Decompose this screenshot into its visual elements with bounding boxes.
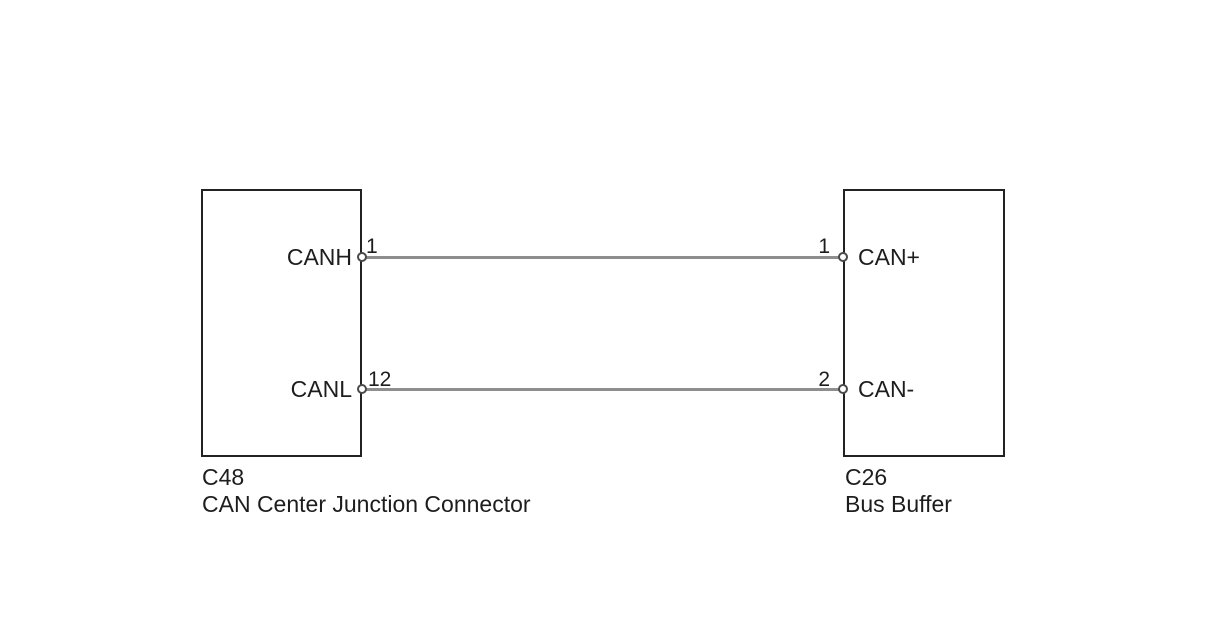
c48-pin12-number: 12 — [368, 368, 392, 391]
c26-pin1-number: 1 — [818, 235, 830, 258]
wire-canh-to-can-plus — [362, 256, 844, 259]
c48-pin12-terminal-icon — [357, 384, 367, 394]
c48-pin1-number: 1 — [366, 235, 378, 258]
c26-pin1-terminal-icon — [838, 252, 848, 262]
c48-connector-code: C48 — [202, 464, 245, 490]
c48-pin1-signal-label: CANH — [286, 244, 352, 270]
c26-connector-name: Bus Buffer — [845, 491, 952, 517]
c26-caption: C26 Bus Buffer — [845, 464, 952, 518]
c26-pin2-signal-label: CAN- — [858, 376, 915, 402]
wire-canl-to-can-minus — [362, 388, 844, 391]
c26-pin2-terminal-icon — [838, 384, 848, 394]
c26-connector-code: C26 — [845, 464, 888, 490]
c48-connector-name: CAN Center Junction Connector — [202, 491, 531, 517]
c26-pin2-number: 2 — [818, 368, 830, 391]
connector-box-c48 — [201, 189, 362, 457]
c48-pin1-terminal-icon — [357, 252, 367, 262]
c26-pin1-signal-label: CAN+ — [858, 244, 920, 270]
c48-caption: C48 CAN Center Junction Connector — [202, 464, 531, 518]
connector-box-c26 — [843, 189, 1005, 457]
c48-pin12-signal-label: CANL — [290, 376, 352, 402]
